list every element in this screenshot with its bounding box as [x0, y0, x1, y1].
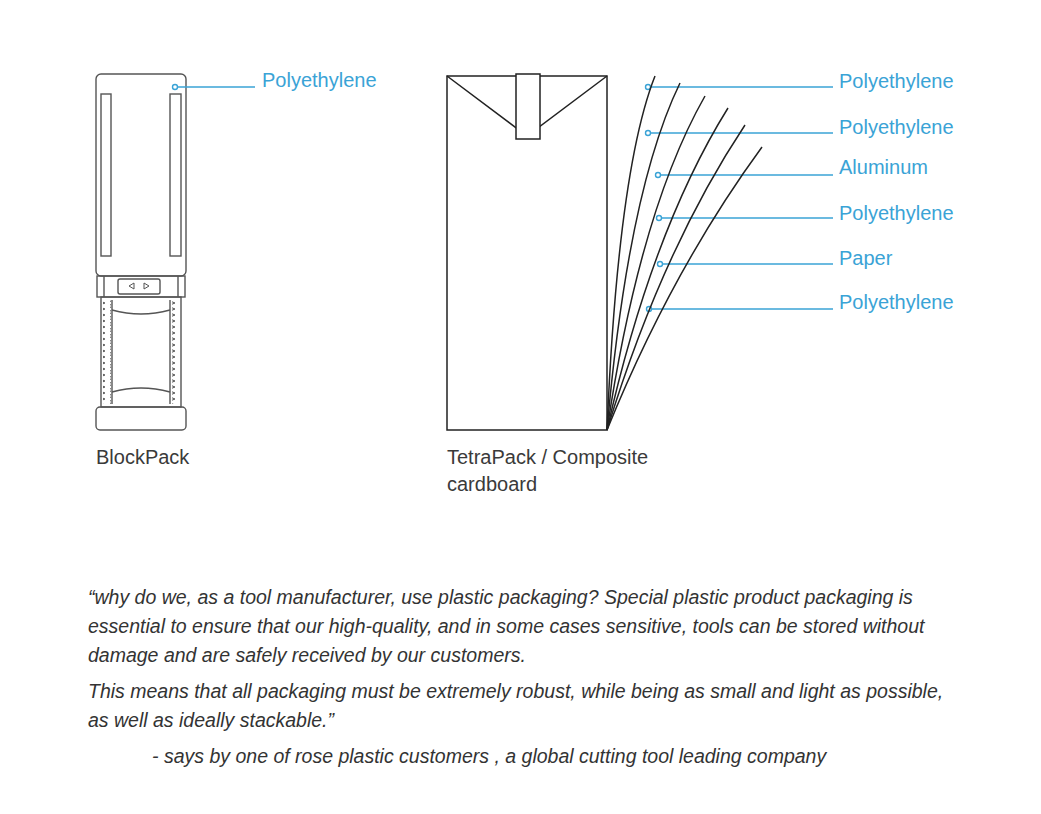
blockpack-figure	[96, 74, 186, 430]
layer-label: Polyethylene	[839, 290, 954, 314]
tetrapack-figure	[447, 74, 762, 430]
layer-label: Polyethylene	[839, 201, 954, 225]
attribution: - says by one of rose plastic customers …	[152, 742, 1022, 771]
material-label: Polyethylene	[262, 68, 377, 92]
figure-caption: BlockPack	[96, 444, 296, 471]
figure-caption: TetraPack / Composite cardboard	[447, 444, 663, 498]
quote-text: “why do we, as a tool manufacturer, use …	[88, 583, 958, 670]
layer-label: Paper	[839, 246, 892, 270]
layer-label: Polyethylene	[839, 115, 954, 139]
layer-label: Aluminum	[839, 155, 928, 179]
quote-text: This means that all packaging must be ex…	[88, 677, 958, 735]
layer-label: Polyethylene	[839, 69, 954, 93]
